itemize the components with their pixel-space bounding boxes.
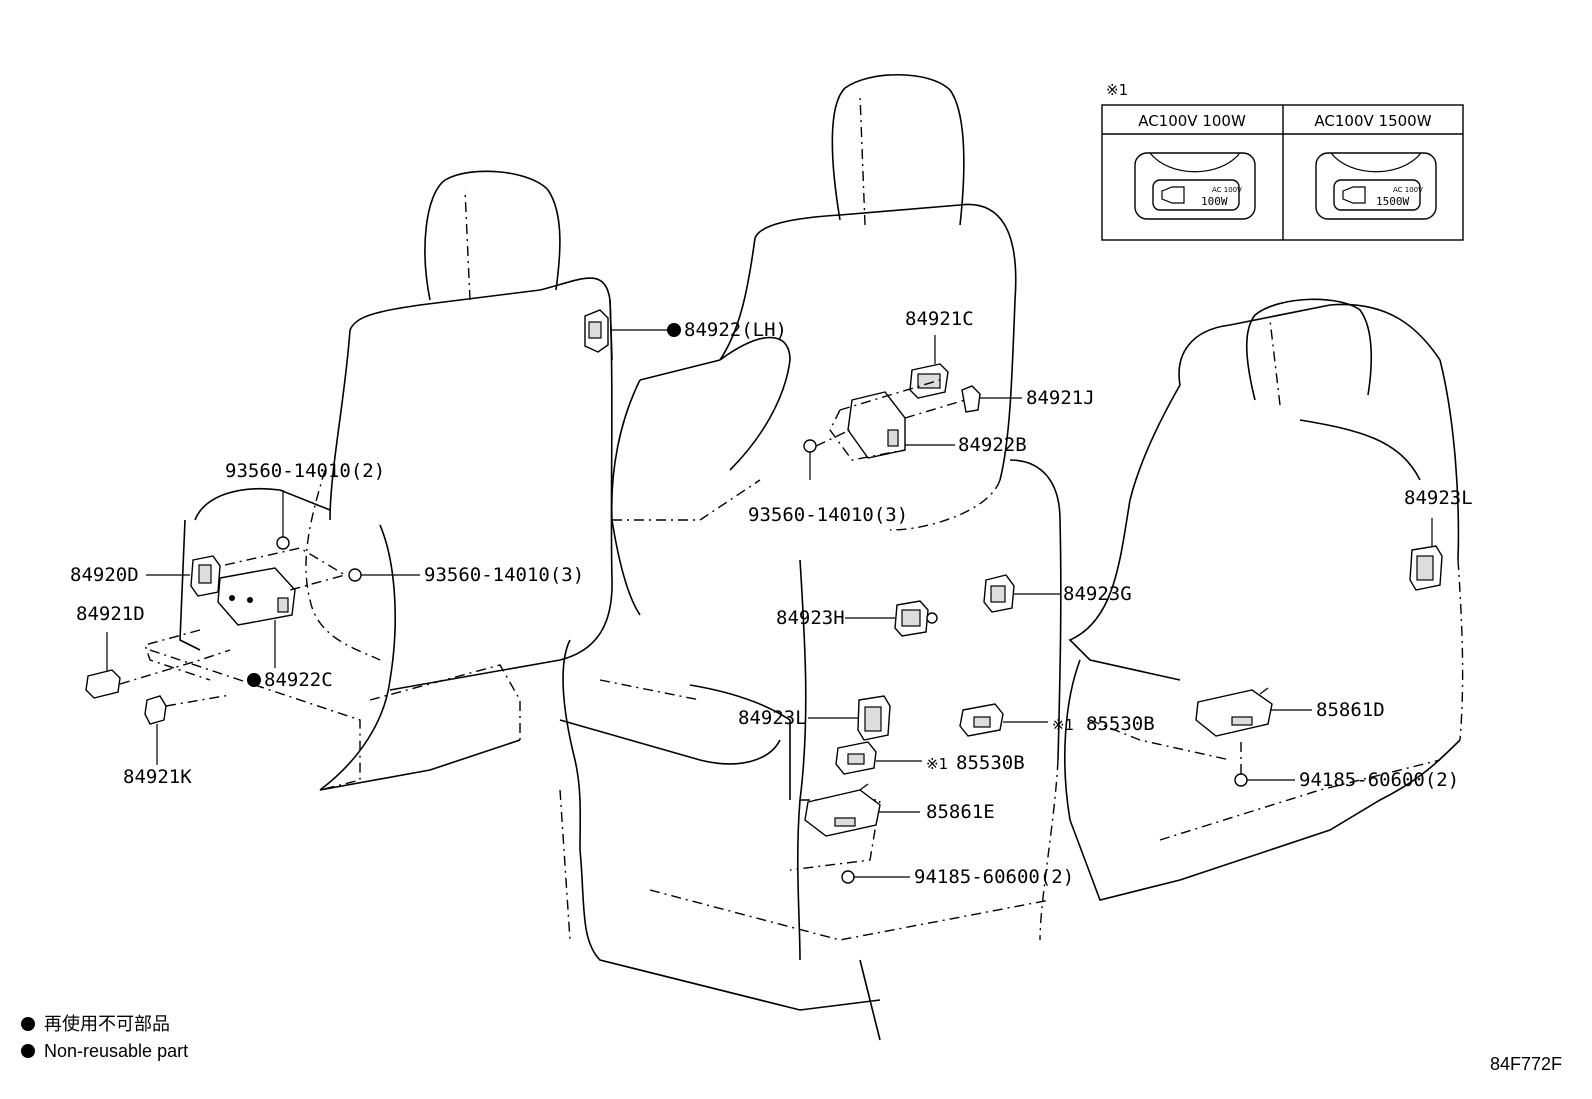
outlet-85530b-b-icon	[835, 741, 877, 775]
variant-table-mark: ※1	[1106, 81, 1128, 99]
switch-84923l-right-icon	[1409, 545, 1443, 591]
variant-header-100w: AC100V 100W	[1138, 112, 1246, 130]
screw-93560-center-icon	[803, 429, 851, 480]
switch-84923l-center-icon	[857, 695, 891, 741]
right-seat-outline	[1064, 298, 1464, 901]
left-seat-outline	[144, 170, 613, 791]
legend-text-en: Non-reusable part	[44, 1041, 188, 1061]
screw-93560-left-a-icon	[276, 490, 290, 550]
switch-84922c-icon	[217, 547, 347, 626]
non-reusable-marker-84922c	[247, 673, 261, 687]
callout-85861e: 85861E	[926, 801, 995, 823]
callout-93560-left-2: 93560-14010(2)	[225, 460, 385, 482]
bezel-84921c-icon	[909, 363, 949, 399]
cap-84921k-icon	[144, 694, 231, 725]
callout-94185-center: 94185-60600(2)	[914, 866, 1074, 888]
cover-85861d-icon	[1195, 687, 1273, 737]
callout-85861d: 85861D	[1316, 699, 1385, 721]
variant-icon-100w-line1: AC 100V	[1212, 186, 1242, 194]
cap-84921j-icon	[961, 385, 981, 413]
ref-mark-85530b-b: ※1	[926, 755, 948, 773]
ac-outlet-100w-icon: AC 100V 100W	[1134, 152, 1256, 220]
callout-84921k: 84921K	[123, 766, 192, 788]
outlet-85530b-a-icon	[959, 703, 1004, 737]
leader-lines	[106, 329, 1433, 878]
ac-outlet-1500w-icon: AC 100V 1500W	[1315, 152, 1437, 220]
callout-85530b-a: 85530B	[1086, 713, 1155, 735]
nut-94185-right-icon	[1234, 740, 1248, 787]
callout-84921d: 84921D	[76, 603, 145, 625]
callout-84922b: 84922B	[958, 434, 1027, 456]
cover-85861e-icon	[804, 783, 881, 837]
callout-84922-lh: 84922(LH)	[684, 319, 787, 341]
ref-mark-85530b-a: ※1	[1052, 716, 1074, 734]
callout-85530b-b: 85530B	[956, 752, 1025, 774]
variant-table: ※1 AC100V 100W AC100V 1500W AC 100V 100W…	[1101, 81, 1464, 241]
callout-84923l-center: 84923L	[738, 707, 807, 729]
callout-84922c: 84922C	[264, 669, 333, 691]
callout-93560-center: 93560-14010(3)	[748, 504, 908, 526]
callout-84923g: 84923G	[1063, 583, 1132, 605]
callout-84920d: 84920D	[70, 564, 139, 586]
callout-93560-left-3: 93560-14010(3)	[424, 564, 584, 586]
legend-bullet-en	[21, 1044, 35, 1058]
callout-84923l-right: 84923L	[1404, 487, 1473, 509]
variant-icon-100w-line2: 100W	[1201, 195, 1228, 208]
legend-bullet-ja	[21, 1017, 35, 1031]
legend-text-ja: 再使用不可部品	[44, 1014, 170, 1034]
callout-84921j: 84921J	[1026, 387, 1095, 409]
callout-84923h: 84923H	[776, 607, 845, 629]
switch-84923h-icon	[894, 600, 938, 637]
non-reusable-marker-84922-lh	[667, 323, 681, 337]
variant-header-1500w: AC100V 1500W	[1314, 112, 1431, 130]
legend: 再使用不可部品 Non-reusable part	[21, 1014, 188, 1061]
nut-94185-center-icon	[841, 870, 855, 884]
center-seat-outline	[559, 73, 1062, 1041]
bezel-84921d-icon	[85, 649, 231, 699]
diagram-code: 84F772F	[1490, 1054, 1562, 1074]
variant-icon-1500w-line1: AC 100V	[1393, 186, 1423, 194]
callout-labels: 84922(LH) 84921C 84921J 84922B 93560-140…	[70, 308, 1473, 888]
callout-94185-right: 94185-60600(2)	[1299, 769, 1459, 791]
variant-icon-1500w-line2: 1500W	[1376, 195, 1409, 208]
switch-84922-lh-icon	[584, 309, 609, 353]
switch-84922b-icon	[829, 379, 966, 461]
switch-84923g-icon	[983, 574, 1015, 613]
screw-93560-left-b-icon	[348, 568, 420, 582]
switch-84920d-icon	[190, 555, 221, 597]
callout-84921c: 84921C	[905, 308, 974, 330]
